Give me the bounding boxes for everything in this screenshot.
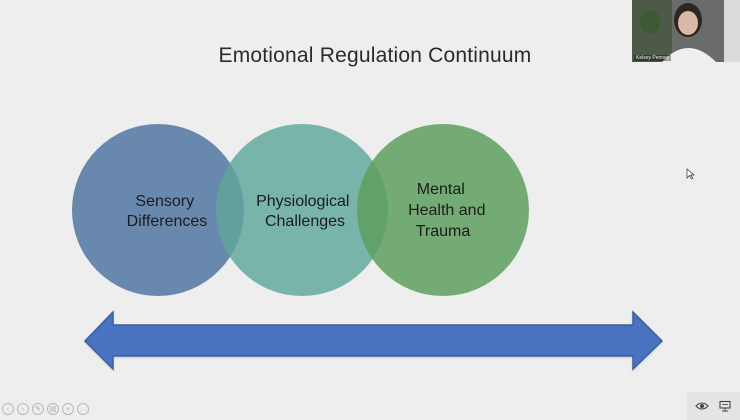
circle-label-mental-health: Mental Health and Trauma — [408, 181, 490, 240]
corner-controls — [687, 392, 740, 420]
slide-title: Emotional Regulation Continuum — [218, 44, 532, 67]
eye-icon[interactable] — [695, 400, 709, 412]
circle-label-line: Differences — [127, 213, 208, 230]
zoom-icon[interactable]: ⌕ — [62, 403, 74, 415]
next-icon[interactable]: › — [17, 403, 29, 415]
pen-icon[interactable]: ✎ — [32, 403, 44, 415]
circle-label-physiological: Physiological Challenges — [256, 193, 354, 230]
more-icon[interactable]: … — [77, 403, 89, 415]
participant-name-label: Kelsey Penney — [634, 55, 672, 61]
circle-label-line: Mental — [417, 181, 465, 198]
circle-mental-health — [357, 124, 529, 296]
previous-icon[interactable]: ‹ — [2, 403, 14, 415]
circle-label-line: Physiological — [256, 193, 349, 210]
participant-video — [632, 0, 740, 62]
circle-label-line: Challenges — [265, 213, 345, 230]
presentation-controls: ‹ › ✎ ▤ ⌕ … — [2, 403, 89, 415]
mouse-cursor — [686, 168, 695, 180]
webcam-thumbnail[interactable]: Kelsey Penney — [632, 0, 740, 62]
circle-label-sensory: Sensory Differences — [127, 193, 208, 230]
circle-label-line: Trauma — [416, 223, 471, 240]
circle-physiological — [216, 124, 388, 296]
presenter-view-icon[interactable] — [718, 400, 732, 412]
circle-sensory — [72, 124, 244, 296]
continuum-arrow — [83, 310, 664, 371]
circle-label-line: Sensory — [135, 193, 194, 210]
slides-icon[interactable]: ▤ — [47, 403, 59, 415]
circle-label-line: Health and — [408, 202, 485, 219]
